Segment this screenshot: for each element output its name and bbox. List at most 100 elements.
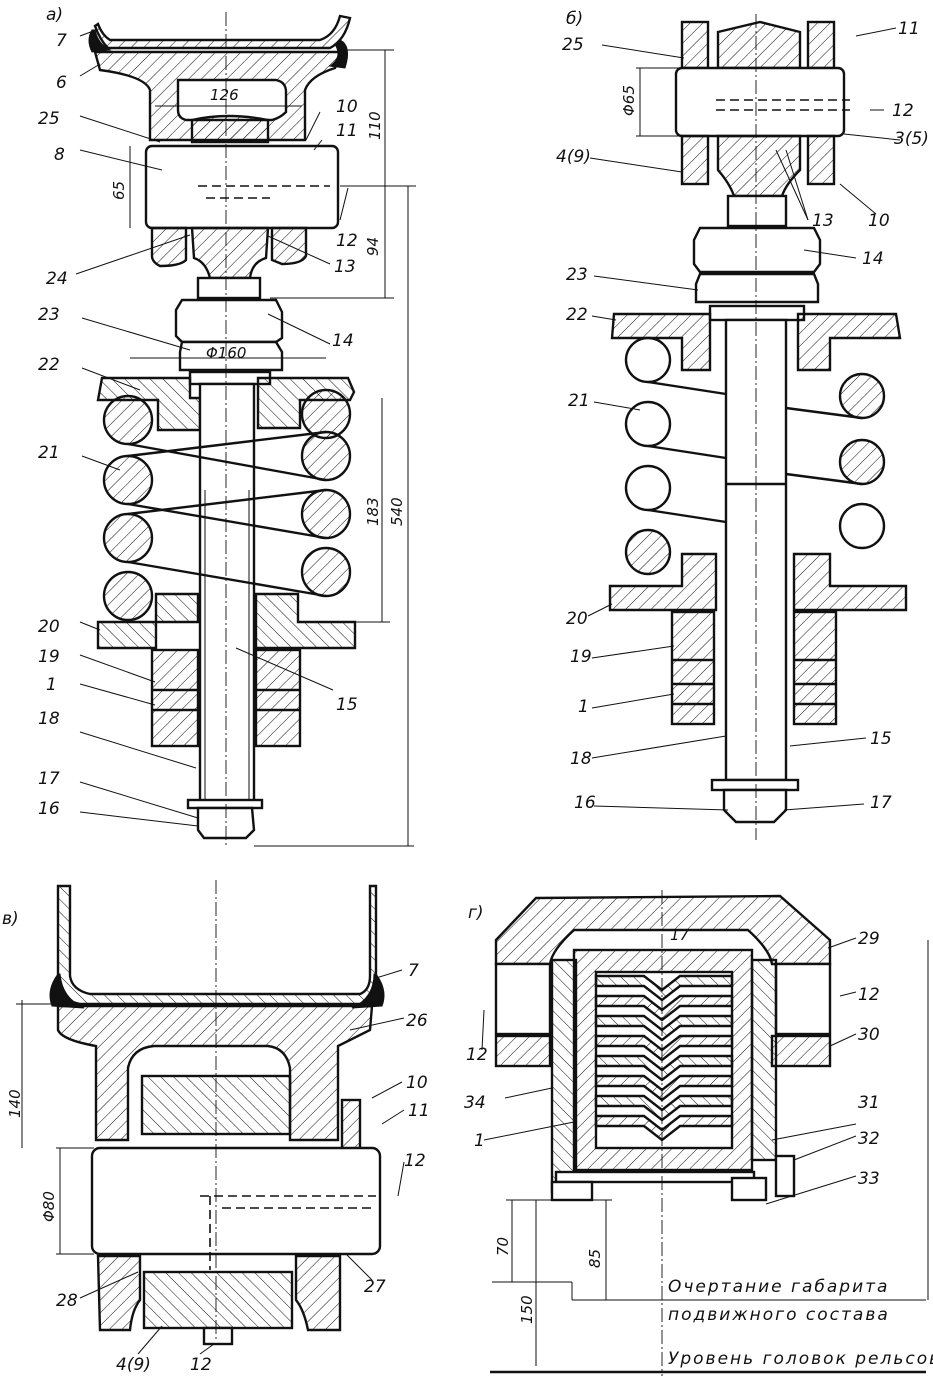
link-plate-bottom bbox=[680, 134, 710, 186]
spring-plate-20-b-right bbox=[792, 552, 908, 612]
grease-nipple-12 bbox=[202, 1326, 234, 1346]
callout-a-10: 10 bbox=[336, 97, 358, 117]
callout-b-17: 17 bbox=[870, 793, 892, 813]
note-rolling-stock: подвижного состава bbox=[668, 1305, 890, 1325]
rubber-block-19-right bbox=[254, 648, 302, 748]
rubber-layer bbox=[594, 974, 734, 1002]
view-a-leaders bbox=[75, 29, 349, 827]
head-top bbox=[716, 20, 802, 70]
view-a: а) bbox=[38, 5, 416, 848]
nut-14-b bbox=[692, 226, 822, 274]
callout-a-13: 13 bbox=[334, 257, 356, 277]
spring-21-b bbox=[624, 336, 886, 576]
dim-g-17: 17 bbox=[670, 926, 690, 944]
dim-a-183: 183 bbox=[364, 497, 382, 526]
spring-plate-22-b-right bbox=[796, 312, 902, 372]
view-b: б) bbox=[556, 9, 929, 840]
callout-a-19: 19 bbox=[38, 647, 60, 667]
callout-b-10: 10 bbox=[868, 211, 890, 231]
view-g: г) 29 12 30 12 34 bbox=[464, 890, 933, 1376]
dim-a-126: 126 bbox=[210, 86, 239, 104]
spring-plate-22-b bbox=[610, 312, 712, 372]
callout-g-30: 30 bbox=[858, 1025, 880, 1045]
view-g-leaders bbox=[481, 937, 857, 1205]
callout-b-22: 22 bbox=[566, 305, 588, 325]
dim-a-94: 94 bbox=[364, 237, 382, 256]
dim-a-110: 110 bbox=[366, 111, 384, 140]
callout-a-7: 7 bbox=[56, 31, 67, 51]
nut-23 bbox=[178, 340, 284, 372]
callout-b-13: 13 bbox=[812, 211, 834, 231]
link-stem bbox=[190, 226, 270, 280]
callout-b-19: 19 bbox=[570, 647, 592, 667]
cap-6-cavity bbox=[176, 78, 288, 122]
link-28 bbox=[96, 1254, 142, 1332]
callout-b-16: 16 bbox=[574, 793, 596, 813]
pin-3-5 bbox=[674, 66, 846, 138]
callout-g-34: 34 bbox=[464, 1093, 486, 1113]
rubber-layer bbox=[594, 1014, 734, 1042]
spring-plate-20-right bbox=[254, 592, 357, 650]
callout-a-21: 21 bbox=[38, 443, 60, 463]
callout-v-10: 10 bbox=[406, 1073, 428, 1093]
rubber-layer bbox=[594, 1114, 734, 1142]
note-rail-head-level: Уровень головок рельсов bbox=[668, 1349, 933, 1369]
callout-v-28: 28 bbox=[56, 1291, 78, 1311]
callout-b-25: 25 bbox=[562, 35, 584, 55]
link-plate-4-9-right bbox=[806, 20, 836, 70]
rubber-layer bbox=[594, 1074, 734, 1102]
spring-plate-20 bbox=[96, 592, 200, 650]
view-v-leaders bbox=[79, 969, 405, 1355]
gap-box-left bbox=[494, 962, 552, 1036]
callout-g-1: 1 bbox=[474, 1131, 485, 1151]
thread-neck bbox=[196, 276, 262, 300]
callout-a-17: 17 bbox=[38, 769, 60, 789]
view-a-dimensions bbox=[129, 49, 416, 847]
thread-neck-b bbox=[726, 194, 788, 228]
rubber-block-19-b bbox=[670, 610, 716, 726]
view-v: в) 7 26 10 11 12 27 28 bbox=[2, 880, 430, 1375]
guide-31 bbox=[750, 958, 778, 1162]
pin-27 bbox=[90, 1146, 382, 1256]
callout-a-12: 12 bbox=[336, 231, 358, 251]
dim-g-70: 70 bbox=[494, 1237, 512, 1256]
view-b-tag: б) bbox=[566, 9, 583, 29]
spring-plate-20-b bbox=[608, 552, 718, 612]
callout-a-6: 6 bbox=[56, 73, 67, 93]
rubber-stack-1 bbox=[594, 970, 734, 1150]
callout-g-32: 32 bbox=[858, 1129, 880, 1149]
bolt-15 bbox=[198, 382, 256, 806]
callout-v-12: 12 bbox=[404, 1151, 426, 1171]
callout-b-4-9: 4(9) bbox=[556, 147, 591, 167]
callout-b-15: 15 bbox=[870, 729, 892, 749]
weld-7 bbox=[88, 29, 112, 53]
rubber-layer bbox=[594, 1034, 734, 1062]
callout-a-15: 15 bbox=[336, 695, 358, 715]
callout-g-31: 31 bbox=[858, 1093, 880, 1113]
dim-a-65: 65 bbox=[110, 181, 128, 200]
view-g-tag: г) bbox=[468, 903, 484, 923]
callout-a-20: 20 bbox=[38, 617, 60, 637]
callout-v-12b: 12 bbox=[190, 1355, 212, 1375]
dim-b-phi65: Φ65 bbox=[620, 85, 638, 116]
bracket-30 bbox=[494, 1034, 552, 1068]
callout-a-11: 11 bbox=[336, 121, 358, 141]
spring-21 bbox=[102, 388, 352, 622]
view-a-tag: а) bbox=[46, 5, 63, 25]
callout-a-23: 23 bbox=[38, 305, 60, 325]
rubber-block-19 bbox=[150, 648, 200, 748]
callout-a-14: 14 bbox=[332, 331, 354, 351]
guide-34 bbox=[550, 958, 578, 1194]
view-b-leaders bbox=[587, 27, 901, 811]
callout-a-16: 16 bbox=[38, 799, 60, 819]
note-gauge-outline: Очертание габарита bbox=[668, 1277, 889, 1297]
view-g-dimensions bbox=[490, 1199, 926, 1374]
nut-14 bbox=[174, 298, 284, 344]
callout-g-29: 29 bbox=[858, 929, 880, 949]
axle-box-wall bbox=[56, 884, 378, 1006]
callout-a-18: 18 bbox=[38, 709, 60, 729]
bolt-32 bbox=[774, 1154, 796, 1198]
callout-g-12: 12 bbox=[858, 985, 880, 1005]
dim-v-phi80: Φ80 bbox=[40, 1191, 58, 1222]
callout-v-27: 27 bbox=[364, 1277, 386, 1297]
